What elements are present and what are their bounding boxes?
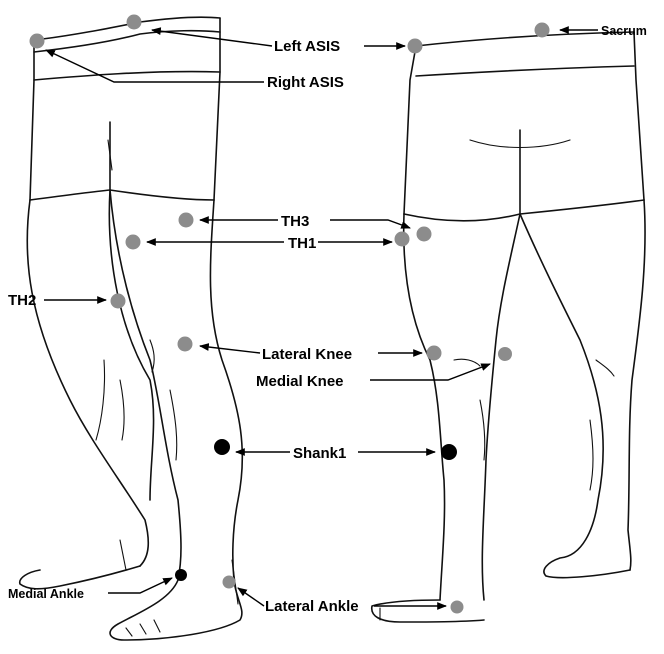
marker-shank1-back <box>441 444 457 460</box>
front-shorts <box>30 17 220 200</box>
labels: Left ASIS Right ASIS Sacrum TH3 TH1 TH2 … <box>8 24 647 615</box>
marker-medial-knee <box>498 347 512 361</box>
label-right-asis: Right ASIS <box>267 74 344 91</box>
marker-left-asis-front <box>127 15 142 30</box>
label-medial-ankle: Medial Ankle <box>8 587 84 601</box>
markers <box>30 15 550 614</box>
back-near-leg <box>372 214 520 622</box>
leader-lines <box>44 30 598 606</box>
label-th2: TH2 <box>8 292 36 309</box>
label-medial-knee: Medial Knee <box>256 373 344 390</box>
back-far-leg <box>520 200 645 578</box>
marker-th3-front <box>179 213 194 228</box>
marker-medial-ankle <box>175 569 187 581</box>
front-view-figure <box>20 17 243 640</box>
marker-right-asis <box>30 34 45 49</box>
front-back-leg <box>20 190 154 589</box>
marker-th2 <box>111 294 126 309</box>
marker-th3-back <box>417 227 432 242</box>
label-th3: TH3 <box>281 213 309 230</box>
marker-th1-front <box>126 235 141 250</box>
marker-sacrum <box>535 23 550 38</box>
label-sacrum: Sacrum <box>601 24 647 38</box>
back-view-figure <box>372 32 645 622</box>
marker-left-asis-back <box>408 39 423 54</box>
marker-lateral-knee-back <box>427 346 442 361</box>
marker-lateral-ankle-front <box>223 576 236 589</box>
back-shorts <box>404 32 644 221</box>
marker-th1-back <box>395 232 410 247</box>
label-shank1: Shank1 <box>293 445 346 462</box>
marker-shank1-front <box>214 439 230 455</box>
label-left-asis: Left ASIS <box>274 38 340 55</box>
label-lateral-knee: Lateral Knee <box>262 346 352 363</box>
marker-lateral-ankle-back <box>451 601 464 614</box>
marker-lateral-knee-front <box>178 337 193 352</box>
label-lateral-ankle: Lateral Ankle <box>265 598 359 615</box>
label-th1: TH1 <box>288 235 316 252</box>
